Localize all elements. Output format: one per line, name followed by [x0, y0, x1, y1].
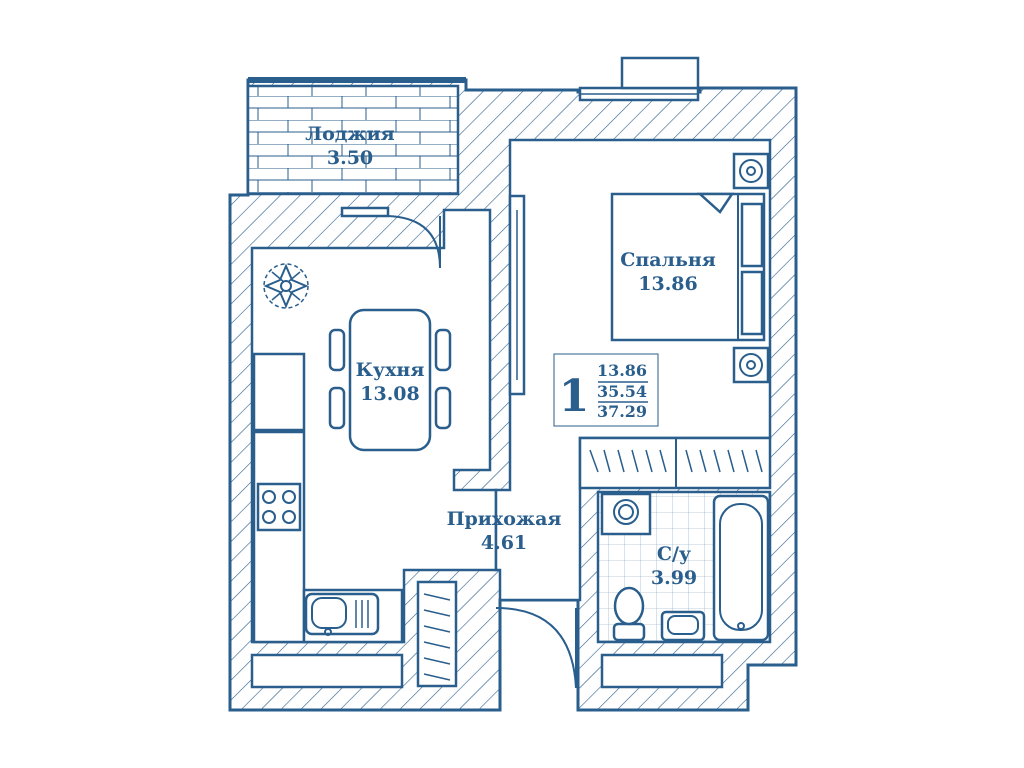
kitchen-bottom-wall	[250, 653, 404, 689]
bedroom-area: 13.86	[638, 273, 698, 295]
bathroom-area: 3.99	[651, 567, 697, 589]
bath-bottom-wall	[600, 653, 724, 689]
bedroom-name: Спальня	[620, 249, 716, 271]
windows	[340, 56, 700, 396]
kitchen-area: 13.08	[360, 383, 420, 405]
chair	[434, 328, 452, 372]
sink-icon	[660, 610, 706, 642]
total-with-loggia: 37.29	[597, 402, 647, 421]
chair	[434, 386, 452, 430]
bathroom-name: С/у	[657, 543, 691, 565]
bathroom: С/у 3.99	[600, 492, 770, 642]
chair	[328, 386, 346, 430]
toilet-icon	[612, 586, 646, 642]
area-summary: 1 13.86 35.54 37.29	[553, 353, 659, 427]
window-loggia-door	[340, 206, 390, 218]
counter-lower	[252, 430, 306, 644]
counter-upper	[252, 352, 306, 432]
shoe-cabinet	[416, 580, 458, 688]
loggia: Лоджия 3.50	[246, 77, 466, 196]
dining-table	[328, 308, 452, 452]
chair	[328, 328, 346, 372]
plant-icon	[263, 263, 309, 309]
doors	[387, 215, 577, 689]
hallway-area: 4.61	[481, 532, 527, 554]
vent-icon	[732, 152, 770, 190]
hallway-name: Прихожая	[447, 508, 562, 530]
vent-icon	[732, 346, 770, 384]
bedroom: Спальня 13.86	[610, 152, 770, 384]
kitchen: Кухня 13.08	[252, 263, 452, 644]
stove-icon	[256, 482, 302, 532]
pillow	[740, 270, 764, 336]
bathtub-icon	[712, 494, 770, 642]
loggia-area: 3.50	[327, 147, 373, 169]
window-vent-box	[620, 56, 700, 90]
sink-icon	[304, 592, 380, 636]
washing-machine-icon	[600, 492, 652, 536]
pillow	[740, 202, 764, 268]
kitchen-name: Кухня	[356, 359, 425, 381]
total-area: 35.54	[597, 382, 647, 401]
loggia-floor	[246, 84, 460, 196]
loggia-name: Лоджия	[305, 123, 394, 145]
entrance-door-swing	[495, 607, 577, 689]
wardrobe	[578, 436, 772, 490]
living-area: 13.86	[597, 361, 647, 380]
rooms-count: 1	[559, 371, 590, 422]
